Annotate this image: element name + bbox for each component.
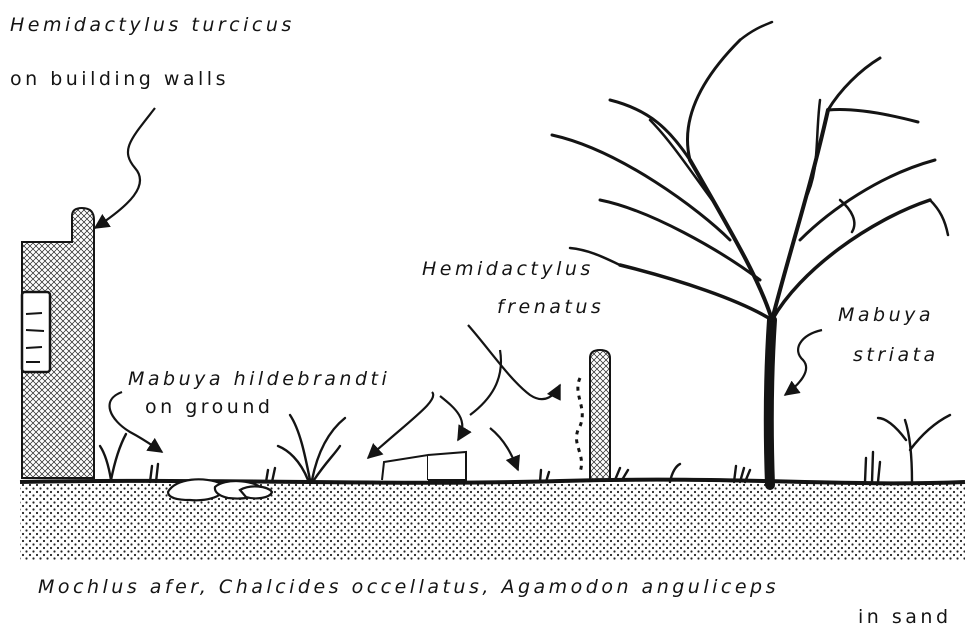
sand-layer (20, 484, 965, 560)
label-hildebrandti-habitat: on ground (145, 396, 273, 418)
label-mabuya-hildebrandti: Mabuya hildebrandti (128, 368, 390, 390)
ground-box (382, 452, 466, 480)
label-sand-habitat: in sand (858, 606, 952, 628)
label-hemidactylus-frenatus-genus: Hemidactylus (422, 258, 594, 280)
arrow-hildebrandti-2 (368, 392, 433, 458)
arrow-striata (785, 330, 822, 395)
grass-tufts (100, 415, 950, 482)
ground-line (20, 480, 965, 484)
arrow-frenatus (468, 325, 560, 399)
label-mabuya-striata-genus: Mabuya (838, 304, 934, 326)
building-wall (22, 208, 94, 478)
arrow-hildebrandti-3 (440, 396, 462, 440)
label-mabuya-striata-species: striata (853, 344, 939, 366)
arrow-hildebrandti-4 (490, 428, 518, 470)
wooden-post (576, 350, 610, 480)
tree (552, 22, 948, 485)
label-sand-species: Mochlus afer, Chalcides occellatus, Agam… (38, 576, 779, 598)
label-hemidactylus-frenatus-species: frenatus (497, 296, 604, 318)
label-turcicus-habitat: on building walls (10, 68, 229, 90)
arrow-turcicus (95, 108, 155, 228)
label-hemidactylus-turcicus: Hemidactylus turcicus (10, 14, 295, 36)
